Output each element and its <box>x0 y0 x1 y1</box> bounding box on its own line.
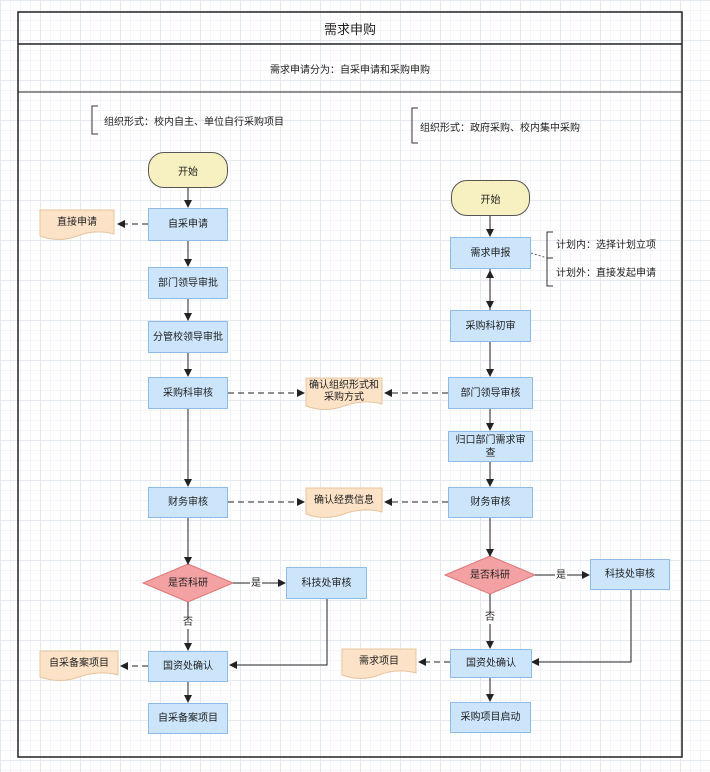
doc-demand-project <box>341 648 417 679</box>
right-finance-review-box: 财务审核 <box>448 487 533 518</box>
right-note: 组织形式：政府采购、校内集中采购 <box>420 122 580 134</box>
left-asset-confirm-box: 国资处确认 <box>148 651 228 682</box>
page-title: 需求申购 <box>323 22 376 38</box>
left-dept-leader-box: 部门领导审批 <box>148 267 228 299</box>
right-dept-leader-box: 部门领导审核 <box>448 377 533 409</box>
doc-direct-apply <box>39 209 115 240</box>
right-yes-label: 是 <box>555 570 567 582</box>
right-no-label: 否 <box>484 612 496 624</box>
center-confirm-fund-label: 确认经费信息 <box>314 495 374 506</box>
doc-record-left <box>39 650 119 681</box>
page-subtitle: 需求申请分为：自采申请和采购申购 <box>270 64 430 76</box>
left-note: 组织形式：校内自主、单位自行采购项目 <box>104 116 284 128</box>
right-demand-doc-label: 需求项目 <box>359 656 399 667</box>
right-purchase-first-box: 采购科初审 <box>450 310 531 342</box>
left-yes-label: 是 <box>250 578 262 590</box>
left-start-terminal: 开始 <box>148 152 228 188</box>
left-sci-review-box: 科技处审核 <box>286 567 367 599</box>
right-project-start-box: 采购项目启动 <box>450 702 531 733</box>
plan-note-bracket <box>546 231 553 287</box>
right-demand-report-box: 需求申报 <box>450 237 531 269</box>
left-note-bracket <box>91 105 98 135</box>
left-finance-review-box: 财务审核 <box>148 487 228 518</box>
right-sci-review-box: 科技处审核 <box>590 559 670 590</box>
left-apply-box: 自采申请 <box>148 208 228 241</box>
left-decision-label: 是否科研 <box>168 577 208 589</box>
left-vice-leader-box: 分管校领导审批 <box>148 321 228 353</box>
left-purchase-review-box: 采购科审核 <box>148 377 228 409</box>
left-direct-apply-label: 直接申请 <box>57 217 97 228</box>
left-record-project-box: 自采备案项目 <box>148 703 228 734</box>
left-no-label: 否 <box>182 617 194 629</box>
plan-in-note: 计划内：选择计划立项 <box>556 239 656 251</box>
right-note-bracket <box>411 107 418 144</box>
plan-out-note: 计划外：直接发起申请 <box>556 267 656 279</box>
doc-confirm-fund <box>305 487 383 518</box>
right-decision-label: 是否科研 <box>470 569 510 581</box>
center-confirm-form-label: 确认组织形式和采购方式 <box>309 380 379 403</box>
right-gui-kou-box: 归口部门需求审查 <box>448 431 533 462</box>
left-record-doc-label: 自采备案项目 <box>49 658 109 669</box>
right-start-terminal: 开始 <box>451 180 530 216</box>
pool-border <box>17 11 683 758</box>
right-asset-confirm-box: 国资处确认 <box>450 649 532 678</box>
doc-confirm-form <box>305 377 383 410</box>
